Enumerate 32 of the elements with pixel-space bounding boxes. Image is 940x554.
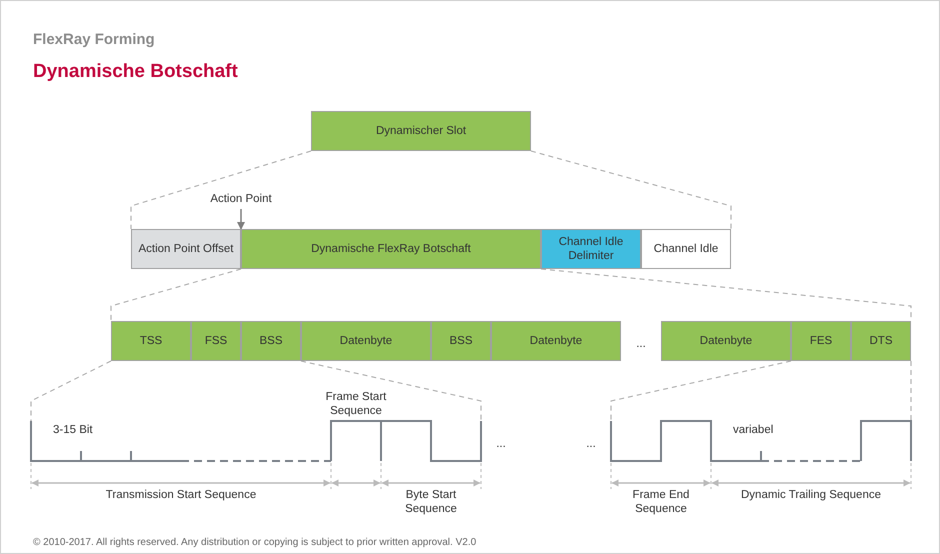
signal-label: 3-15 Bit [53,423,93,437]
dimension-label: Frame End Sequence [632,488,690,516]
signal-label: Frame Start Sequence [324,390,388,418]
signal-label: variabel [733,423,774,437]
frame-segment: Dynamische FlexRay Botschaft [241,229,541,269]
supertitle: FlexRay Forming [33,31,155,48]
frame-segment: FSS [191,321,241,361]
ellipsis: ... [586,437,596,451]
frame-segment: DTS [851,321,911,361]
zoom-guide-line [530,150,732,230]
frame-segment: Datenbyte [661,321,791,361]
frame-segment: TSS [111,321,191,361]
frame-segment: Action Point Offset [131,229,241,269]
copyright-note: © 2010-2017. All rights reserved. Any distribution or copying is subject to prior written approval. V2.0 [33,536,476,550]
frame-segment: Datenbyte [491,321,621,361]
dimension-label: Byte Start Sequence [404,488,458,516]
ellipsis: ... [636,337,646,351]
annotation-label: Action Point [196,191,286,207]
frame-segment: BSS [431,321,491,361]
dimension-label: Dynamic Trailing Sequence [741,488,881,502]
dimension-label: Transmission Start Sequence [106,488,256,502]
zoom-guide-line [130,150,312,230]
frame-segment: Dynamischer Slot [311,111,531,151]
frame-segment: BSS [241,321,301,361]
frame-segment: Channel Idle [641,229,731,269]
arrow [237,209,245,230]
frame-segment: Datenbyte [301,321,431,361]
ellipsis: ... [496,437,506,451]
title: Dynamische Botschaft [33,61,238,83]
frame-segment: FES [791,321,851,361]
zoom-guide-line [110,268,242,322]
frame-segment: Channel Idle Delimiter [541,229,641,269]
